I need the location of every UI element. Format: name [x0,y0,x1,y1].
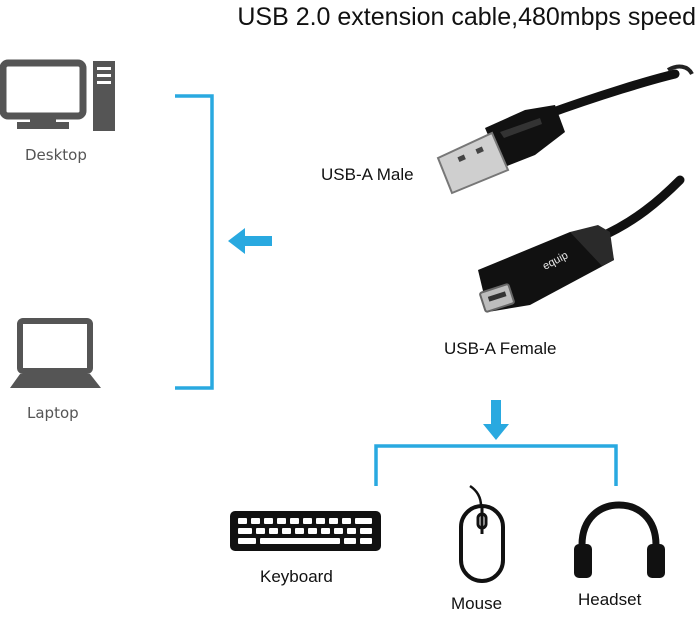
diagram-title: USB 2.0 extension cable,480mbps speed [237,3,696,31]
desktop-icon [0,59,115,131]
usb-a-male-label: USB-A Male [321,165,414,184]
laptop-icon [10,318,101,388]
arrow-down-icon [483,400,509,440]
desktop-label: Desktop [25,146,87,164]
usb-a-male-connector [436,64,694,195]
headset-icon [574,501,665,578]
usb-a-female-connector: equip [478,175,685,313]
mouse-icon [459,484,505,583]
headset-label: Headset [578,590,642,609]
mouse-label: Mouse [451,594,503,613]
laptop-label: Laptop [27,404,79,422]
usb-a-female-label: USB-A Female [444,339,557,358]
host-bracket [175,94,214,390]
arrow-left-icon [228,228,272,254]
device-bracket [374,444,618,486]
keyboard-label: Keyboard [260,567,333,586]
keyboard-icon [230,511,381,551]
